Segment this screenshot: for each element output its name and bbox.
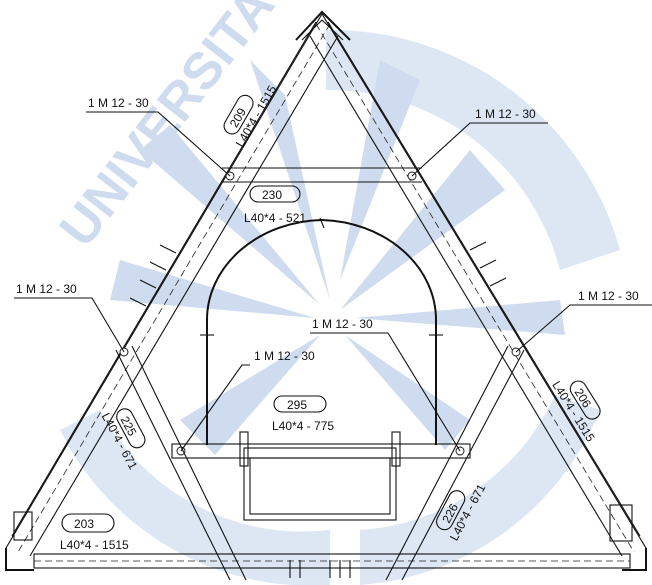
top-tie-member (222, 167, 422, 183)
part-295-mark: 295 (287, 398, 307, 412)
part-203-mark: 203 (74, 517, 94, 531)
part-230-mark: 230 (262, 188, 282, 202)
part-230-tag: 230 L40*4 - 521 (244, 185, 306, 225)
bolt-callout-center: 1 M 12 - 30 (312, 317, 373, 331)
bolt-callout-top-left: 1 M 12 - 30 (88, 96, 149, 110)
part-230-profile: L40*4 - 521 (244, 211, 306, 225)
part-295-tag: 295 L40*4 - 775 (272, 395, 334, 433)
bottom-chord-member (33, 553, 631, 569)
right-diagonal-member (385, 345, 525, 581)
left-diagonal-member (115, 345, 247, 581)
apex-gusset (295, 10, 351, 41)
bolt-callout-right: 1 M 12 - 30 (578, 289, 639, 303)
left-leg-member (5, 13, 339, 557)
apex-gusset-inner (301, 19, 344, 41)
part-203-tag: 203 L40*4 - 1515 (60, 513, 129, 552)
weld-ticks (129, 241, 507, 578)
arch-member (200, 217, 443, 445)
leader-lines (14, 111, 652, 452)
bolt-callout-left: 1 M 12 - 30 (16, 282, 77, 296)
part-295-profile: L40*4 - 775 (272, 419, 334, 433)
right-corner-plate (622, 548, 647, 571)
right-leg-member (309, 13, 647, 557)
part-203-profile: L40*4 - 1515 (60, 538, 129, 552)
right-foot-plate (609, 504, 633, 542)
watermark-logo: UNIVERSITAS ATMA JAYA YOGYAKARTA (49, 0, 652, 585)
bolt-callout-top-right: 1 M 12 - 30 (475, 107, 536, 121)
bolt-callout-lower: 1 M 12 - 30 (254, 349, 315, 363)
left-foot-plate (13, 511, 33, 541)
left-corner-plate (5, 548, 34, 571)
